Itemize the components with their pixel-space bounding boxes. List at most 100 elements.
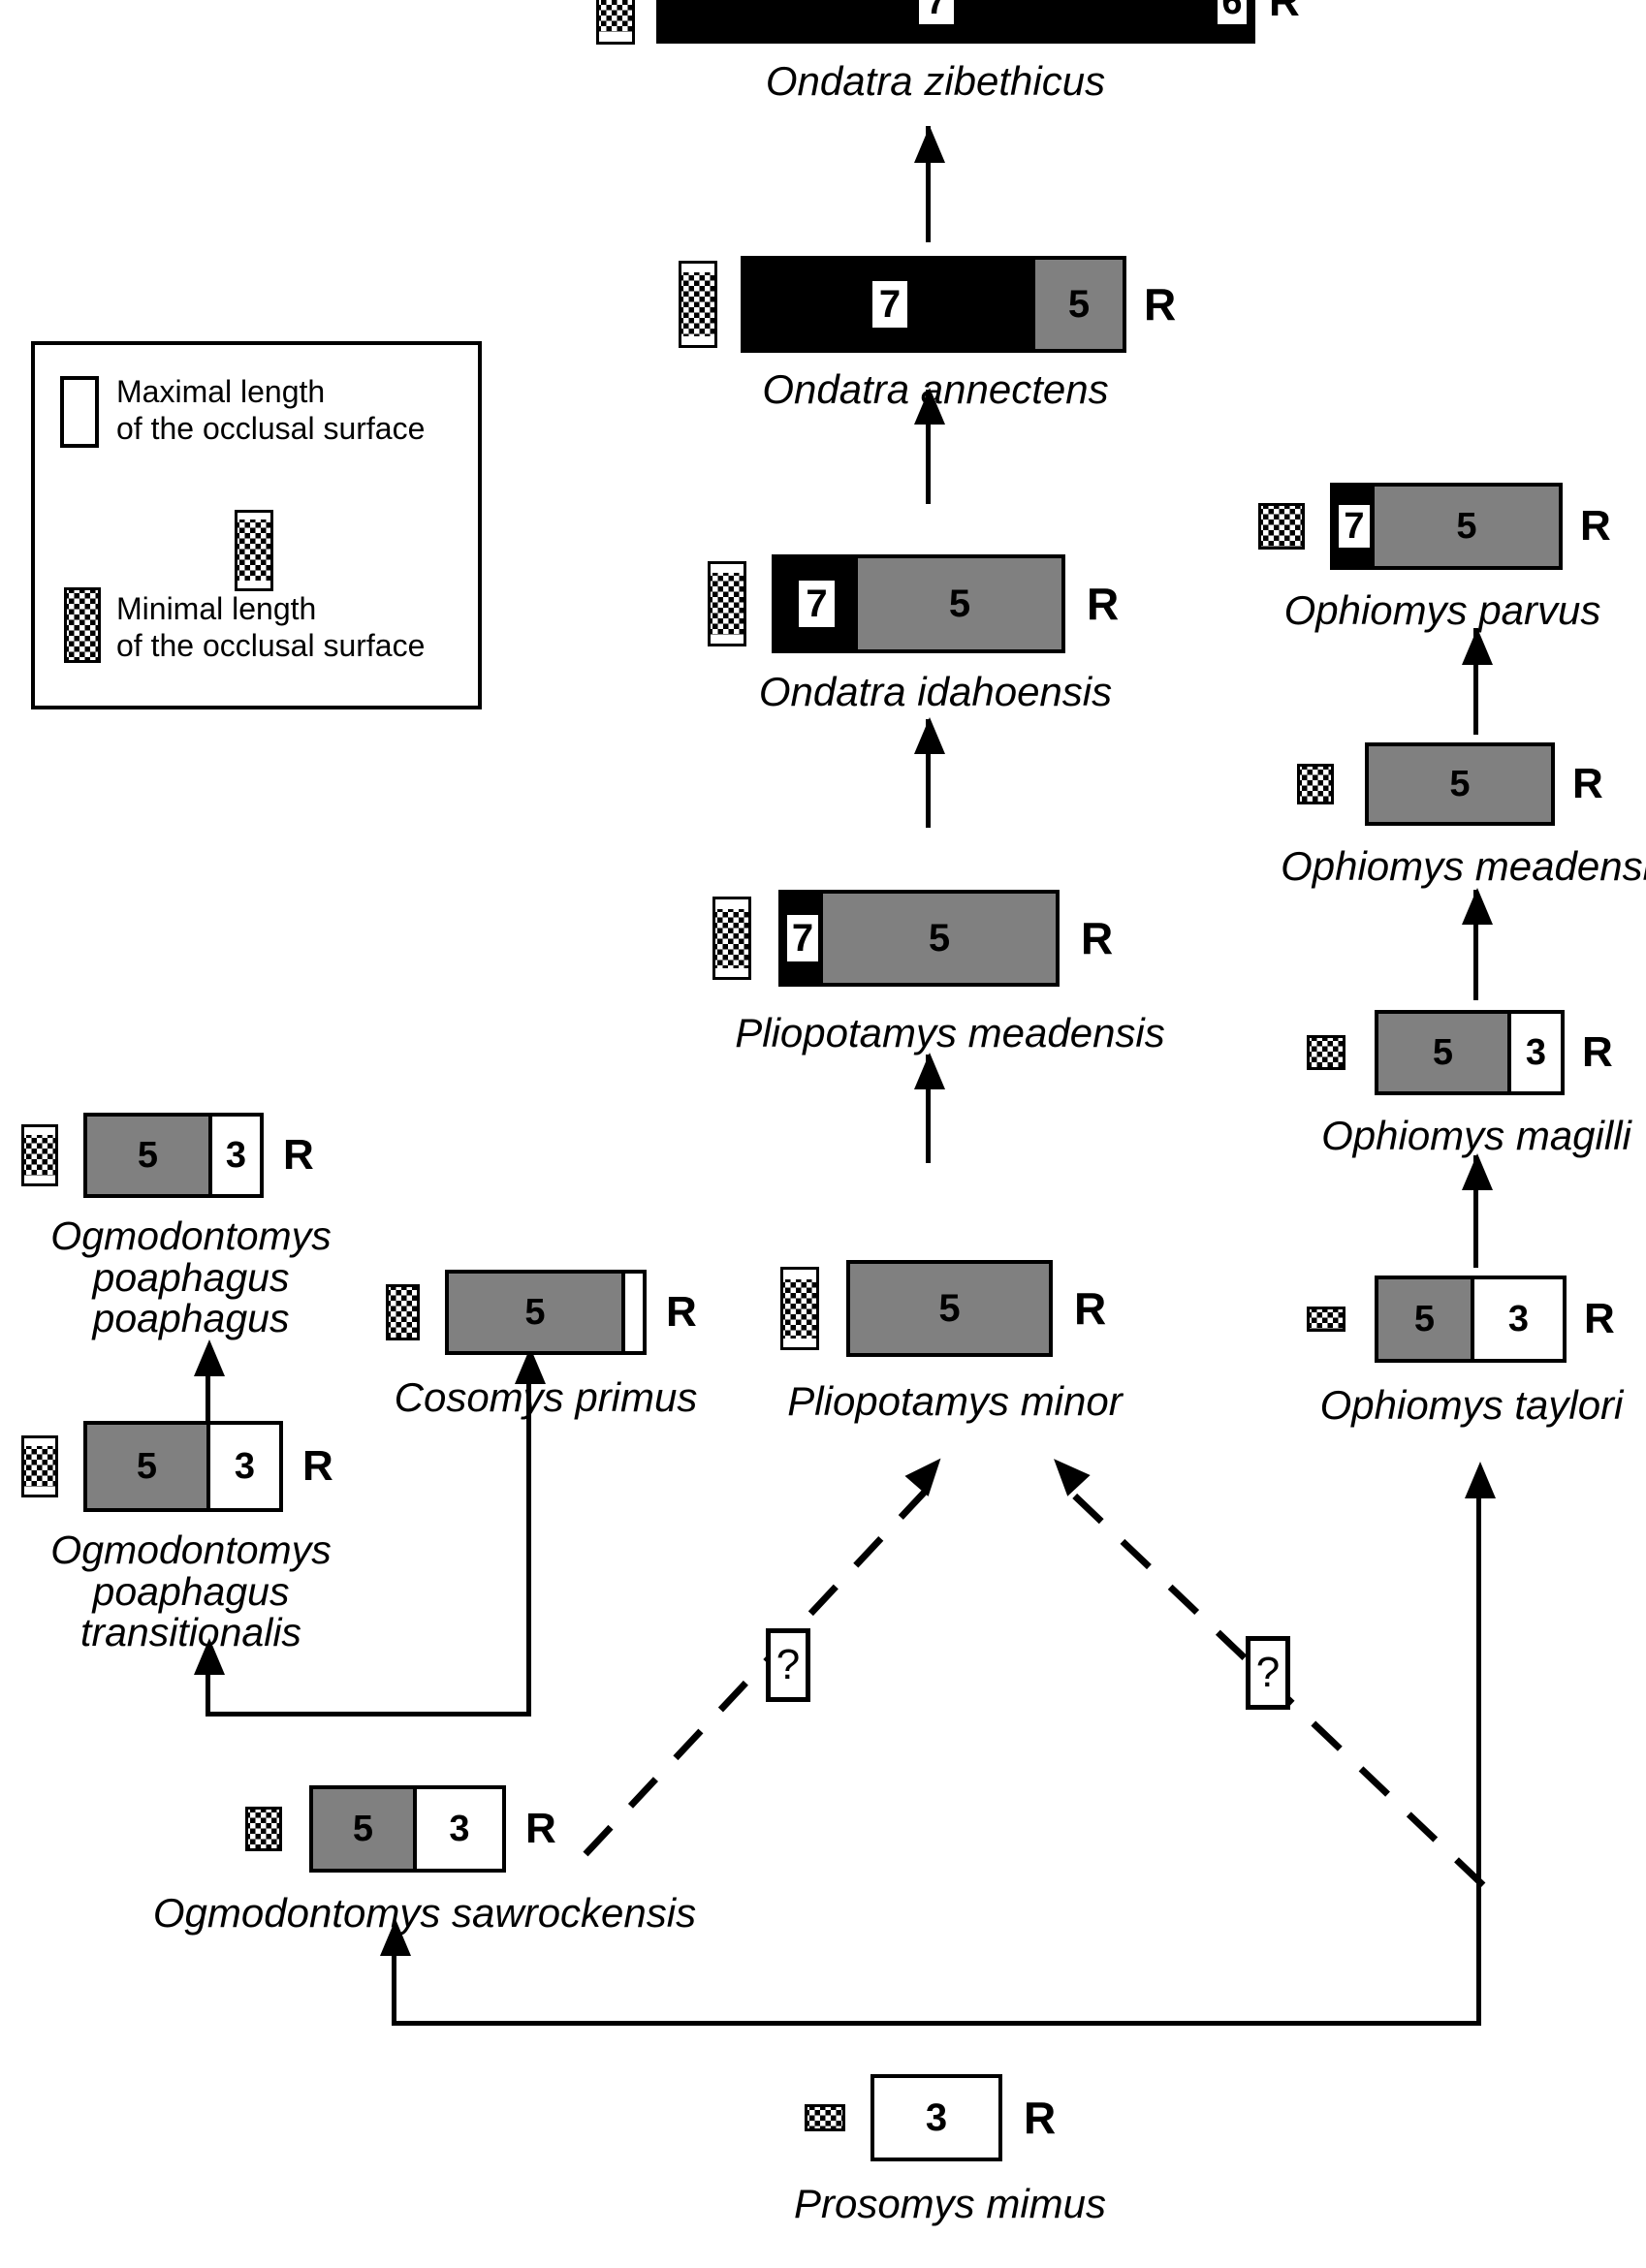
segment-value-6: 6 bbox=[1218, 0, 1247, 24]
segment-value-3: 3 bbox=[225, 1135, 247, 1176]
minimal-length-marker-pliopotamys-meadensis bbox=[712, 897, 751, 980]
legend-minimal-swatch bbox=[64, 587, 101, 663]
minimal-length-marker-cosomys-primus bbox=[386, 1284, 420, 1340]
segment-value-5: 5 bbox=[136, 1446, 158, 1487]
segment-value-3: 3 bbox=[1525, 1032, 1547, 1073]
taxon-name-ogmodontomys-sawrockensis: Ogmodontomys sawrockensis bbox=[152, 1890, 697, 1936]
taxon-name-ophiomys-parvus: Ophiomys parvus bbox=[1283, 587, 1601, 633]
arrowhead-poaphagus bbox=[194, 1339, 225, 1376]
segment-value-5: 5 bbox=[1413, 1299, 1436, 1339]
bar-ophiomys-parvus[interactable]: 7 5 bbox=[1330, 483, 1563, 570]
r-label-cosomys-primus: R bbox=[666, 1288, 697, 1336]
segment-5: 5 bbox=[1369, 746, 1551, 822]
link-prosomys-to-sawrockensis bbox=[392, 1935, 396, 2024]
bar-ophiomys-meadensis[interactable]: 5 bbox=[1365, 742, 1555, 826]
bar-ondatra-annectens[interactable]: 7 5 bbox=[741, 256, 1126, 353]
arrowhead-dashed-right bbox=[1042, 1448, 1091, 1496]
minimal-length-marker-ophiomys-meadensis bbox=[1297, 764, 1334, 804]
legend-sample-marker bbox=[235, 510, 273, 591]
arrowhead-ophiomys-meadensis bbox=[1462, 888, 1493, 925]
link-pliominor-to-pliomeadensis bbox=[926, 1055, 931, 1163]
segment-value-5: 5 bbox=[948, 583, 971, 625]
link-pliomeadensis-to-idahoensis bbox=[926, 719, 931, 828]
r-label-pliopotamys-minor: R bbox=[1074, 1283, 1107, 1334]
link-magilli-to-meadensis bbox=[1473, 890, 1478, 1000]
segment-value-5: 5 bbox=[938, 1287, 961, 1330]
legend-minimal-label: Minimal length of the occlusal surface bbox=[116, 591, 426, 663]
uncertainty-marker-left: ? bbox=[766, 1628, 810, 1702]
minimal-length-marker-prosomys-mimus bbox=[805, 2104, 845, 2131]
minimal-length-marker-ondatra-idahoensis bbox=[708, 561, 746, 646]
arrowhead-parvus bbox=[1462, 628, 1493, 665]
segment-3: 3 bbox=[413, 1789, 502, 1869]
taxon-name-prosomys-mimus: Prosomys mimus bbox=[793, 2181, 1107, 2226]
r-label-ogmo-sawrockensis: R bbox=[525, 1805, 556, 1852]
segment-7: 7 bbox=[1334, 487, 1375, 566]
connector-prosomys-to-taylori-vertical bbox=[1476, 1476, 1481, 2025]
segment-value-5: 5 bbox=[1432, 1032, 1454, 1073]
segment-value-3: 3 bbox=[449, 1809, 470, 1849]
link-sawrockensis-to-transitionalis bbox=[206, 1654, 210, 1716]
bar-ogmodontomys-poaphagus-poaphagus[interactable]: 5 3 bbox=[83, 1113, 264, 1198]
minimal-length-marker-ondatra-annectens bbox=[679, 261, 717, 348]
bar-ogmodontomys-poaphagus-transitionalis[interactable]: 5 3 bbox=[83, 1421, 283, 1512]
r-label-ondatra-idahoensis: R bbox=[1087, 579, 1120, 629]
segment-value-5: 5 bbox=[1449, 764, 1471, 804]
r-label-ogmo-poaphagus: R bbox=[283, 1131, 314, 1179]
dashed-branch-left bbox=[583, 1488, 929, 1857]
arrowhead-sawrockensis bbox=[380, 1919, 411, 1956]
segment-5: 5 bbox=[87, 1117, 208, 1194]
bar-ophiomys-taylori[interactable]: 5 3 bbox=[1375, 1276, 1567, 1363]
taxon-name-ogmodontomys-poaphagus-transitionalis: Ogmodontomys poaphagus transitionalis bbox=[50, 1528, 332, 1655]
segment-5: 5 bbox=[1378, 1279, 1471, 1359]
bar-ondatra-zibethicus[interactable]: 7 6 bbox=[656, 0, 1255, 44]
r-label-ophiomys-taylori: R bbox=[1584, 1295, 1615, 1342]
segment-value-7: 7 bbox=[799, 581, 835, 627]
segment-value-5: 5 bbox=[1456, 506, 1477, 547]
connector-prosomys-horizontal bbox=[392, 2021, 1481, 2026]
segment-5: 5 bbox=[313, 1789, 413, 1869]
bar-prosomys-mimus[interactable]: 3 bbox=[870, 2074, 1002, 2161]
segment-value-3: 3 bbox=[1507, 1299, 1530, 1339]
bar-ondatra-idahoensis[interactable]: 7 5 bbox=[772, 554, 1065, 653]
segment-5: 5 bbox=[1378, 1014, 1507, 1091]
segment-5: 5 bbox=[1375, 487, 1559, 566]
link-taylori-to-magilli bbox=[1473, 1155, 1478, 1268]
minimal-length-marker-ogmo-sawrockensis bbox=[245, 1807, 282, 1851]
segment-3: 3 bbox=[208, 1117, 260, 1194]
bar-pliopotamys-meadensis[interactable]: 7 5 bbox=[778, 890, 1060, 987]
r-label-ondatra-annectens: R bbox=[1144, 279, 1177, 330]
segment-5: 5 bbox=[1035, 260, 1123, 349]
taxon-name-pliopotamys-meadensis: Pliopotamys meadensis bbox=[735, 1010, 1165, 1055]
segment-value-3: 3 bbox=[234, 1446, 256, 1487]
bar-cosomys-primus[interactable]: 5 bbox=[445, 1270, 647, 1355]
taxon-name-ophiomys-magilli: Ophiomys magilli bbox=[1321, 1113, 1631, 1158]
segment-3: 3 bbox=[874, 2078, 998, 2158]
r-label-pliopotamys-meadensis: R bbox=[1081, 913, 1114, 963]
legend-maximal-label: Maximal length of the occlusal surface bbox=[116, 374, 426, 446]
segment-3: 3 bbox=[206, 1425, 279, 1508]
bar-pliopotamys-minor[interactable]: 5 bbox=[846, 1260, 1053, 1357]
segment-7: 7 bbox=[660, 0, 1213, 40]
segment-value-7: 7 bbox=[871, 281, 908, 328]
taxon-name-ophiomys-taylori: Ophiomys taylori bbox=[1319, 1382, 1624, 1428]
taxon-name-cosomys-primus: Cosomys primus bbox=[394, 1374, 698, 1420]
minimal-length-marker-ogmo-transitionalis bbox=[21, 1435, 58, 1497]
link-idahoensis-to-annectens bbox=[926, 390, 931, 504]
segment-7: 7 bbox=[776, 558, 858, 649]
segment-value-7: 7 bbox=[919, 0, 954, 24]
segment-blank bbox=[621, 1274, 643, 1351]
arrowhead-idahoensis bbox=[914, 717, 945, 754]
segment-value-5: 5 bbox=[524, 1292, 546, 1333]
bar-ophiomys-magilli[interactable]: 5 3 bbox=[1375, 1010, 1565, 1095]
segment-5: 5 bbox=[858, 558, 1061, 649]
taxon-name-pliopotamys-minor: Pliopotamys minor bbox=[787, 1378, 1123, 1424]
segment-5: 5 bbox=[449, 1274, 621, 1351]
segment-3: 3 bbox=[1471, 1279, 1563, 1359]
bar-ogmodontomys-sawrockensis[interactable]: 5 3 bbox=[309, 1785, 506, 1873]
taxon-name-ophiomys-meadensis: Ophiomys meadensis bbox=[1281, 843, 1646, 889]
connector-sawrockensis-to-cosomys-vertical bbox=[526, 1361, 531, 1716]
arrowhead-zibethicus bbox=[914, 126, 945, 163]
segment-value-5: 5 bbox=[137, 1135, 159, 1176]
